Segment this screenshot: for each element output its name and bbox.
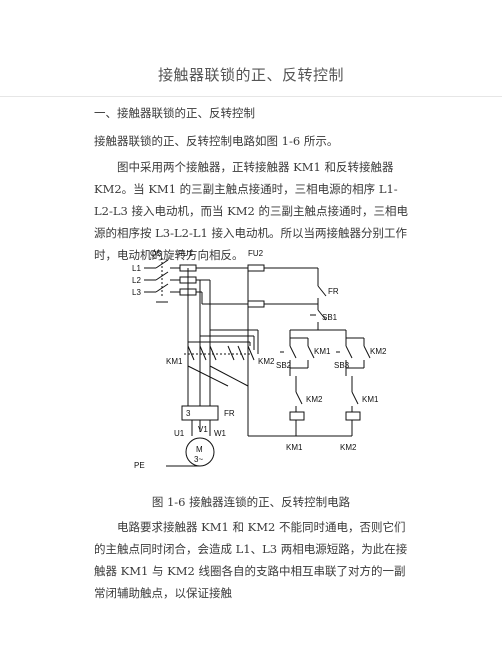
paragraph-intro: 接触器联锁的正、反转控制电路如图 1-6 所示。 <box>94 134 339 148</box>
km1-main-label: KM1 <box>166 357 183 366</box>
page-title: 接触器联锁的正、反转控制 <box>157 66 344 84</box>
w1-label: W1 <box>214 429 227 438</box>
fr-nc-label: FR <box>328 287 339 296</box>
l2-label: L2 <box>132 276 141 285</box>
l1-label: L1 <box>132 264 141 273</box>
figure-caption: 图 1-6 接触器连锁的正、反转控制电路 <box>151 495 351 509</box>
km1-coil-label: KM1 <box>286 443 303 452</box>
u1-label: U1 <box>174 429 185 438</box>
sb2-label: SB2 <box>276 361 292 370</box>
km2-main-label: KM2 <box>258 357 275 366</box>
fu1-label: FU1 <box>178 249 194 258</box>
fr-heater-label: FR <box>224 409 235 418</box>
paragraph-description: 图中采用两个接触器，正转接触器 KM1 和反转接触器 KM2。当 KM1 的三副… <box>94 160 408 262</box>
sb3-label: SB3 <box>334 361 350 370</box>
l3-label: L3 <box>132 288 141 297</box>
fr-heater-count: 3 <box>186 409 191 418</box>
qs-label: QS <box>150 249 162 258</box>
pe-label: PE <box>134 461 145 470</box>
v1-label: V1 <box>198 425 208 434</box>
km2-aux-label: KM2 <box>370 347 387 356</box>
title-divider <box>0 96 502 97</box>
km2-nc-label: KM2 <box>306 395 323 404</box>
section-heading: 一、接触器联锁的正、反转控制 <box>94 106 255 120</box>
sb1-label: SB1 <box>322 313 338 322</box>
km1-nc-label: KM1 <box>362 395 379 404</box>
circuit-diagram: L1 L2 L3 QS FU1 FU2 FR SB1 SB2 KM1 SB3 K… <box>132 249 387 470</box>
km2-coil-label: KM2 <box>340 443 357 452</box>
fu2-label: FU2 <box>248 249 264 258</box>
motor-m-label: M <box>196 445 203 454</box>
km1-aux-label: KM1 <box>314 347 331 356</box>
motor-phase-label: 3~ <box>194 455 203 464</box>
paragraph-requirement: 电路要求接触器 KM1 和 KM2 不能同时通电，否则它们的主触点同时闭合，会造… <box>94 520 408 600</box>
